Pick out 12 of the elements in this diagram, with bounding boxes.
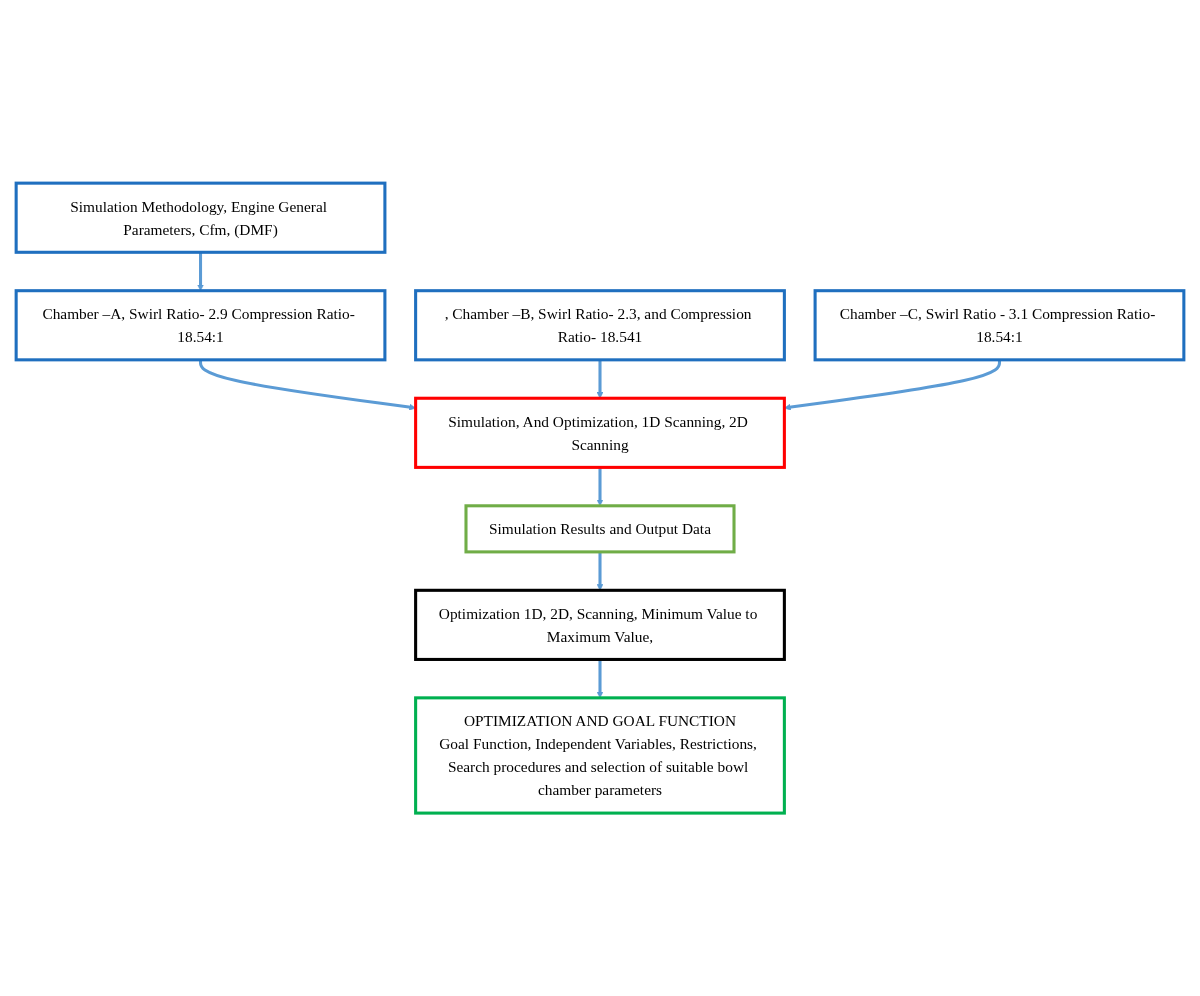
node-box: Chamber –C, Swirl Ratio - 3.1 Compression Ratio- 18.54:1: [813, 289, 1186, 362]
arrow: [596, 467, 604, 506]
arrow: [197, 252, 204, 291]
node-box: Optimization 1D, 2D, Scanning, Minimum Value to Maximum Value,: [414, 588, 786, 661]
node-box: Simulation, And Optimization, 1D Scanning, 2D Scanning: [414, 396, 786, 469]
arrow: [596, 359, 604, 399]
node-box: , Chamber –B, Swirl Ratio- 2.3, and Compression Ratio- 18.541: [414, 289, 786, 362]
arrow: [596, 551, 604, 591]
node-box: Simulation Results and Output Data: [464, 504, 736, 554]
node-box: OPTIMIZATION AND GOAL FUNCTION Goal Function, Independent Variables, Restrictions, Search procedures and selection of suitable bowl chamber parameters: [414, 696, 786, 815]
node-box: Chamber –A, Swirl Ratio- 2.9 Compression Ratio- 18.54:1: [14, 289, 387, 362]
node-box: Simulation Methodology, Engine General Parameters, Cfm, (DMF): [14, 181, 387, 254]
